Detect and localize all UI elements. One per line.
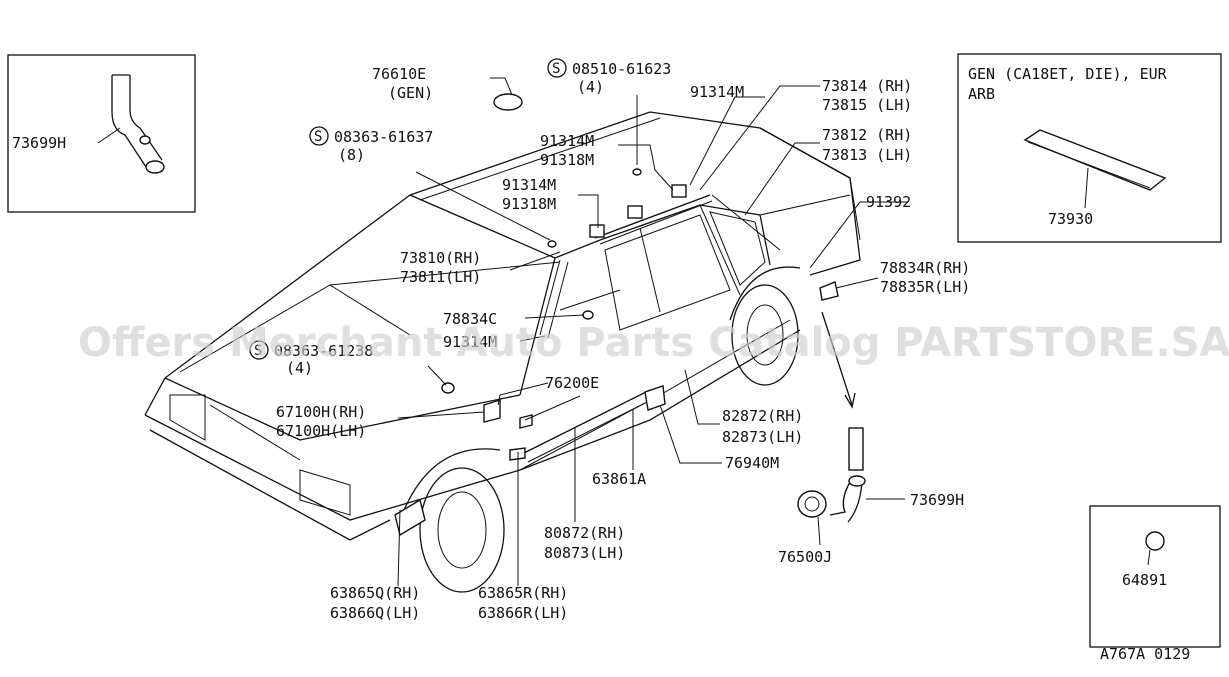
- inset-top-left: 73699H: [7, 54, 196, 213]
- callout-913: 91314M: [443, 333, 497, 351]
- part-number: 76610E: [372, 65, 426, 83]
- callout-76500j: 76500J: [778, 548, 832, 566]
- leader-lines: [397, 77, 908, 587]
- part-number: 80873(LH): [544, 544, 625, 562]
- part-number: 73814 (RH): [822, 77, 912, 95]
- plug-part: [1145, 531, 1165, 551]
- part-number: 78834C: [443, 310, 497, 328]
- part-number: 82873(LH): [722, 428, 803, 446]
- callout-76610e: 76610E (GEN): [372, 65, 433, 102]
- part-number: 78834R(RH): [880, 259, 970, 277]
- part-number: 91392: [866, 193, 911, 211]
- callout-63865r: 63865R(RH) 63866R(LH): [478, 584, 568, 622]
- part-number: 91314M: [690, 83, 744, 101]
- callout-76200e: 76200E: [545, 374, 599, 392]
- hose-part: [129, 75, 163, 161]
- part-number: 73813 (LH): [822, 146, 912, 164]
- callout-91314m-91318m-a: 91314M 91318M: [540, 132, 594, 169]
- part-note: (GEN): [388, 84, 433, 102]
- callout-labels: 76610E (GEN) S 08510-61623 (4) S 08363-6…: [249, 58, 970, 622]
- part-number: 91318M: [540, 151, 594, 169]
- callout-80872: 80872(RH) 80873(LH): [544, 524, 625, 562]
- part-qty: (4): [577, 78, 604, 96]
- part-number: 73812 (RH): [822, 126, 912, 144]
- symbol-letter: S: [314, 129, 322, 145]
- part-number: 76500J: [778, 548, 832, 566]
- callout-73814: 73814 (RH) 73815 (LH): [822, 77, 912, 114]
- callout-82872: 82872(RH) 82873(LH): [722, 407, 803, 446]
- callout-67100h: 67100H(RH) 67100H(LH): [276, 403, 366, 440]
- callout-08363-61238: S 08363-61238 (4): [249, 340, 373, 377]
- car-illustration: [144, 93, 861, 593]
- inset-title-line1: GEN (CA18ET, DIE), EUR: [968, 65, 1168, 83]
- label-73930: 73930: [1048, 210, 1093, 228]
- duct-part: [848, 427, 864, 471]
- part-number: 76200E: [545, 374, 599, 392]
- part-number: 63866R(LH): [478, 604, 568, 622]
- label-64891: 64891: [1122, 571, 1167, 589]
- grommet-part: [797, 490, 827, 518]
- part-number: 67100H(RH): [276, 403, 366, 421]
- part-number: 08363-61637: [334, 128, 433, 146]
- callout-78834c: 78834C: [443, 310, 497, 328]
- label-73699h-inset: 73699H: [12, 134, 66, 152]
- part-number: 63861A: [592, 470, 646, 488]
- inset-frame: [1089, 505, 1221, 648]
- diagram-code: A767A 0129: [1100, 645, 1190, 663]
- weatherstrip-part: [1023, 129, 1167, 191]
- part-number: 73811(LH): [400, 268, 481, 286]
- part-number: 67100H(LH): [276, 422, 366, 440]
- rear-wheel: [731, 284, 799, 386]
- inset-frame: [957, 53, 1222, 243]
- part-number: 76940M: [725, 454, 779, 472]
- part-number: 73810(RH): [400, 249, 481, 267]
- callout-73812: 73812 (RH) 73813 (LH): [822, 126, 912, 164]
- standard-part-symbol: [547, 58, 567, 78]
- symbol-letter: S: [552, 61, 560, 77]
- hose-end: [145, 160, 165, 174]
- part-qty: (4): [286, 359, 313, 377]
- standard-part-symbol: [249, 340, 269, 360]
- part-number: 78835R(LH): [880, 278, 970, 296]
- part-number: 91314M: [540, 132, 594, 150]
- part-number: 08510-61623: [572, 60, 671, 78]
- callout-76940m: 76940M: [725, 454, 779, 472]
- part-number: 63865Q(RH): [330, 584, 420, 602]
- part-number: 63865R(RH): [478, 584, 568, 602]
- part-qty: (8): [338, 146, 365, 164]
- front-wheel: [419, 467, 505, 593]
- part-number: 63866Q(LH): [330, 604, 420, 622]
- callout-91314m-91318m-b: 91314M 91318M: [502, 176, 556, 213]
- part-number: 91318M: [502, 195, 556, 213]
- part-number: 82872(RH): [722, 407, 803, 425]
- part-number: 08363-61238: [274, 342, 373, 360]
- inset-frame: [7, 54, 196, 213]
- hose-part: [111, 75, 149, 171]
- symbol-letter: S: [254, 343, 262, 359]
- exploded-parts: [797, 311, 866, 523]
- callout-73699h: 73699H: [910, 491, 964, 509]
- callout-91314m-top: 91314M: [690, 83, 744, 101]
- part-number: 91314M: [502, 176, 556, 194]
- callout-08510-61623: S 08510-61623 (4): [547, 58, 671, 96]
- callout-78834r: 78834R(RH) 78835R(LH): [880, 259, 970, 296]
- inset-title-line2: ARB: [968, 85, 995, 103]
- part-number: 80872(RH): [544, 524, 625, 542]
- part-number: 73699H: [910, 491, 964, 509]
- callout-63865q: 63865Q(RH) 63866Q(LH): [330, 584, 420, 622]
- callout-63861a: 63861A: [592, 470, 646, 488]
- callout-08363-61637: S 08363-61637 (8): [309, 126, 433, 164]
- callout-91392: 91392: [866, 193, 911, 211]
- inset-top-right: GEN (CA18ET, DIE), EUR ARB 73930: [957, 53, 1222, 243]
- watermark: Offers Merchant Auto Parts Catalog PARTS…: [78, 320, 1229, 366]
- part-number: 91314M: [443, 333, 497, 351]
- part-number: 73815 (LH): [822, 96, 912, 114]
- callout-73810: 73810(RH) 73811(LH): [400, 249, 481, 286]
- standard-part-symbol: [309, 126, 329, 146]
- inset-bottom-right: 64891: [1089, 505, 1221, 648]
